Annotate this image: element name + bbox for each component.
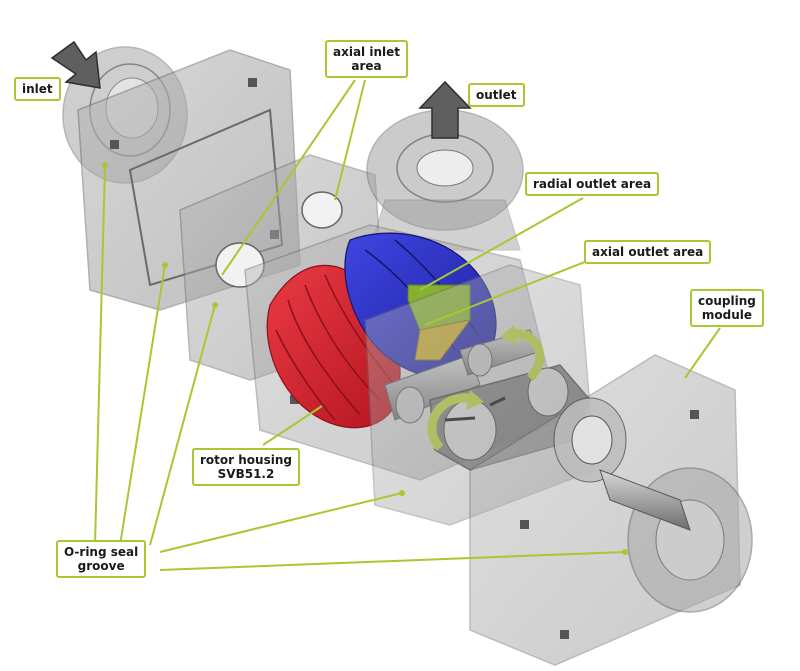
axial-outlet-area-label-text: axial outlet area [592,245,704,259]
coupling-module-label-line2: module [701,308,752,322]
outlet-label-text: outlet [476,88,517,102]
coupling-module [469,354,753,666]
leader-endpoints [102,162,628,555]
o-ring-seal-groove-label-line2: groove [77,559,125,573]
coupling-module-label: coupling module [690,289,764,327]
outlet-label: outlet [468,83,525,107]
axial-outlet-area-label: axial outlet area [584,240,712,264]
rotor-housing-label: rotor housing SVB51.2 [192,448,300,486]
coupling-module-label-line1: coupling [698,294,756,308]
inlet-label: inlet [14,77,61,101]
rotor-housing-label-line2: SVB51.2 [217,467,275,481]
radial-outlet-area-label-text: radial outlet area [533,177,652,191]
leader-lines [94,79,721,571]
radial-outlet-area-label: radial outlet area [525,172,660,196]
outlet-flow-arrow [418,80,472,139]
axial-inlet-area-label-line1: axial inlet [333,45,400,59]
o-ring-seal-groove-label: O-ring seal groove [56,540,147,578]
rotor-housing-label-line1: rotor housing [200,453,292,467]
inlet-label-text: inlet [22,82,53,96]
inlet-flow-arrow [50,40,101,89]
o-ring-seal-groove-label-line1: O-ring seal [64,545,139,559]
axial-inlet-area-label-line2: area [351,59,382,73]
axial-inlet-area-label: axial inlet area [325,40,408,78]
